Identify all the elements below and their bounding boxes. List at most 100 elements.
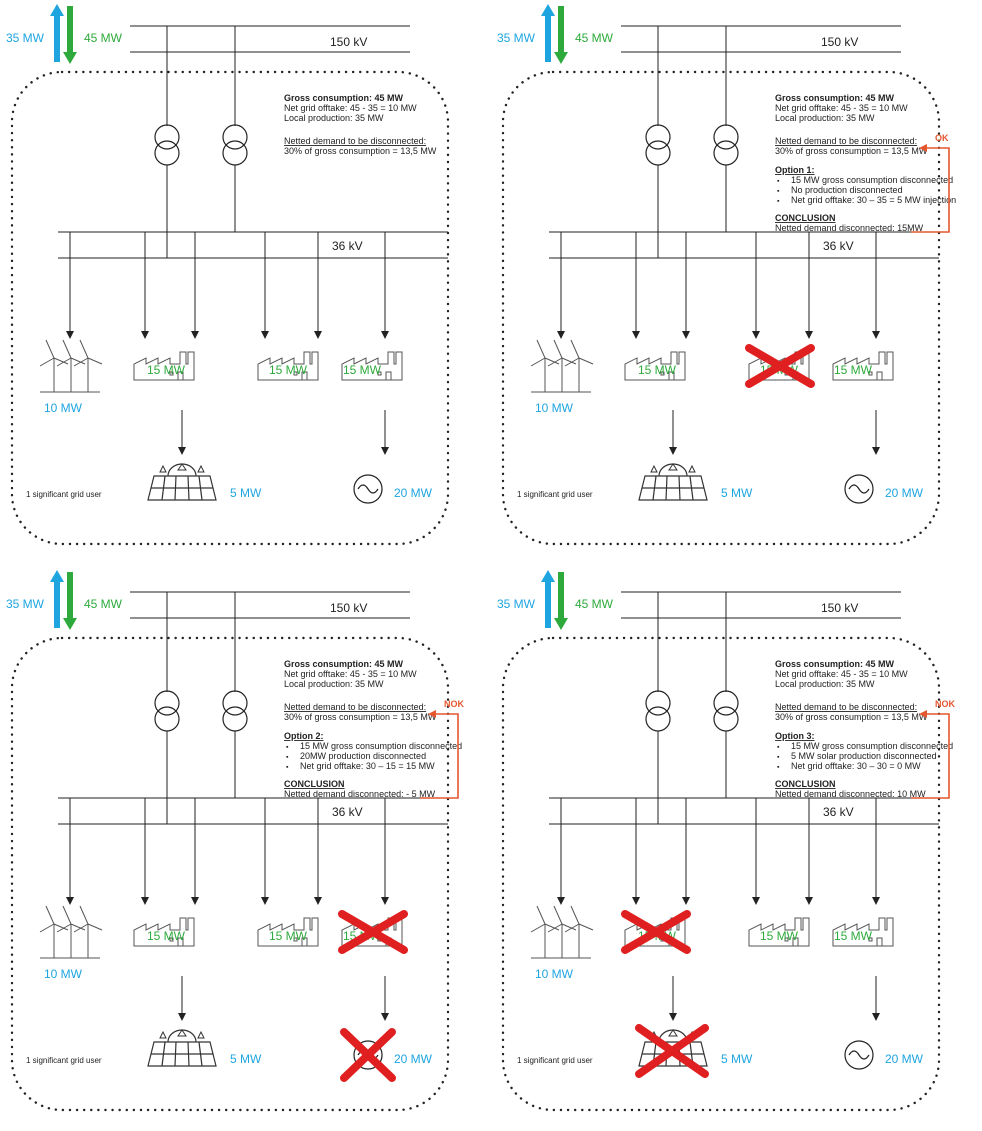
factory-icon (832, 917, 894, 947)
solar-panel-icon (147, 463, 217, 501)
flow-in-label: 35 MW (6, 31, 45, 45)
net-offtake: Net grid offtake: 45 - 35 = 10 MW (775, 103, 908, 113)
local-production: Local production: 35 MW (775, 679, 875, 689)
factory-2-label: 15 MW (269, 363, 308, 377)
generator-icon (844, 474, 874, 504)
wind-turbine-icon (530, 339, 594, 393)
panel-option-3: 35 MW 45 MW 150 kV 36 kV (491, 566, 982, 1128)
mv-busbar (58, 231, 448, 259)
option-bullet: Net grid offtake: 30 – 35 = 5 MW injecti… (791, 195, 956, 205)
option-bullet: 15 MW gross consumption disconnected (300, 741, 462, 751)
option-title: Option 3: (775, 731, 815, 741)
bullet-marker: ▪ (777, 178, 780, 185)
bullet-marker: ▪ (286, 744, 289, 751)
factory-3-label: 15 MW (834, 363, 873, 377)
flow-in-arrow (541, 570, 555, 628)
info-block: Gross consumption: 45 MW Net grid offtak… (284, 659, 462, 799)
option-title: Option 2: (284, 731, 324, 741)
feedback-arrow (420, 710, 459, 799)
flow-out-label: 45 MW (575, 31, 614, 45)
flow-in-arrow (50, 4, 64, 62)
info-block: Gross consumption: 45 MW Net grid offtak… (284, 93, 437, 156)
generator-label: 20 MW (394, 486, 433, 500)
panel-option-1: 35 MW 45 MW 150 kV 36 kV (491, 0, 982, 562)
status-label: NOK (935, 699, 956, 709)
bullet-marker: ▪ (777, 744, 780, 751)
grid-user-label: 1 significant grid user (517, 490, 593, 499)
red-cross-icon (745, 344, 815, 388)
hv-busbar (621, 591, 901, 619)
conclusion-title: CONCLUSION (284, 779, 345, 789)
option-bullets: ▪15 MW gross consumption disconnected▪20… (286, 741, 462, 771)
option-bullet: 5 MW solar production disconnected (791, 751, 937, 761)
transformer-icon (154, 690, 180, 732)
grid-user-label: 1 significant grid user (26, 490, 102, 499)
factory-3-label: 15 MW (343, 363, 382, 377)
flow-out-arrow (63, 6, 77, 64)
factory-icon (624, 351, 686, 381)
flow-in-arrow (50, 570, 64, 628)
conclusion-title: CONCLUSION (775, 779, 836, 789)
factory-1-label: 15 MW (147, 363, 186, 377)
flow-in-label: 35 MW (497, 31, 536, 45)
option-bullet: 15 MW gross consumption disconnected (791, 175, 953, 185)
factory-2-label: 15 MW (269, 929, 308, 943)
status-label: NOK (444, 699, 465, 709)
flow-out-arrow (63, 572, 77, 630)
bullet-marker: ▪ (286, 764, 289, 771)
solar-label: 5 MW (721, 1052, 753, 1066)
solar-panel-icon (638, 463, 708, 501)
gross-consumption: Gross consumption: 45 MW (284, 659, 404, 669)
netted-value: 30% of gross consumption = 13,5 MW (775, 146, 928, 156)
flow-out-label: 45 MW (84, 31, 123, 45)
info-block: Gross consumption: 45 MW Net grid offtak… (775, 659, 953, 799)
transformer-icon (645, 690, 671, 732)
sld-diagram: 35 MW 45 MW 150 kV 36 kV (497, 4, 956, 546)
grid-user-label: 1 significant grid user (517, 1056, 593, 1065)
factory-icon (257, 917, 319, 947)
red-cross-icon (621, 910, 691, 954)
hv-busbar (621, 25, 901, 53)
grid-user-label: 1 significant grid user (26, 1056, 102, 1065)
panel-base-case: 35 MW 45 MW 150 kV 36 kV (0, 0, 491, 562)
sld-diagram: 35 MW 45 MW 150 kV 36 kV (6, 570, 465, 1112)
netted-title: Netted demand to be disconnected: (775, 136, 917, 146)
hv-busbar (130, 591, 410, 619)
generator-label: 20 MW (394, 1052, 433, 1066)
flow-in-label: 35 MW (497, 597, 536, 611)
factory-icon (748, 917, 810, 947)
mv-busbar (58, 797, 448, 825)
net-offtake: Net grid offtake: 45 - 35 = 10 MW (775, 669, 908, 679)
feedback-arrow (911, 144, 950, 233)
sld-diagram: 35 MW 45 MW 150 kV 36 kV (6, 4, 450, 546)
local-production: Local production: 35 MW (775, 113, 875, 123)
solar-label: 5 MW (230, 486, 262, 500)
sld-diagram: 35 MW 45 MW 150 kV 36 kV (497, 570, 956, 1112)
bullet-marker: ▪ (777, 754, 780, 761)
flow-out-label: 45 MW (575, 597, 614, 611)
mv-busbar (549, 231, 939, 259)
wind-label: 10 MW (44, 401, 83, 415)
flow-in-label: 35 MW (6, 597, 45, 611)
info-block: Gross consumption: 45 MW Net grid offtak… (775, 93, 956, 233)
wind-turbine-icon (39, 339, 103, 393)
solar-label: 5 MW (230, 1052, 262, 1066)
wind-label: 10 MW (535, 967, 574, 981)
solar-panel-icon (147, 1029, 217, 1067)
factory-icon (832, 351, 894, 381)
flow-out-label: 45 MW (84, 597, 123, 611)
solar-label: 5 MW (721, 486, 753, 500)
generator-label: 20 MW (885, 1052, 924, 1066)
netted-value: 30% of gross consumption = 13,5 MW (284, 146, 437, 156)
transformer-icon (713, 124, 739, 166)
bullet-marker: ▪ (286, 754, 289, 761)
panel-option-2: 35 MW 45 MW 150 kV 36 kV (0, 566, 491, 1128)
bullet-marker: ▪ (777, 198, 780, 205)
flow-out-arrow (554, 572, 568, 630)
transformer-icon (713, 690, 739, 732)
transformer-icon (222, 124, 248, 166)
factory-3-label: 15 MW (834, 929, 873, 943)
net-offtake: Net grid offtake: 45 - 35 = 10 MW (284, 103, 417, 113)
local-production: Local production: 35 MW (284, 679, 384, 689)
hv-label: 150 kV (330, 601, 367, 615)
